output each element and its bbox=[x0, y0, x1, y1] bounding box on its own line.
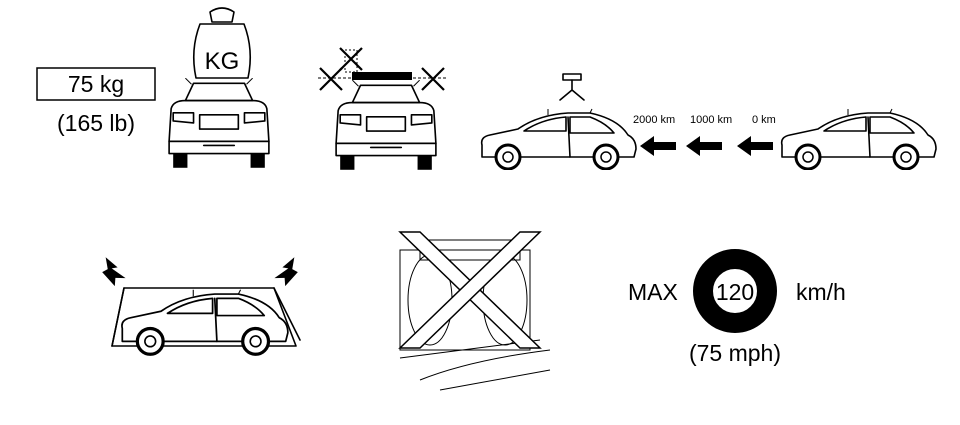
car-side-covered bbox=[120, 288, 290, 356]
arrow-left-icon bbox=[737, 136, 773, 156]
tire-ring-icon bbox=[693, 249, 777, 333]
weight-kg: 75 kg bbox=[67, 71, 125, 97]
arrow-left-icon bbox=[640, 136, 676, 156]
tow-hook-icon bbox=[559, 73, 585, 101]
weight-lb: (165 lb) bbox=[57, 110, 135, 136]
arrow-left-icon bbox=[686, 136, 722, 156]
max-label: MAX bbox=[628, 279, 678, 305]
speed-value: 120 bbox=[715, 279, 755, 305]
weight-icon-label: KG bbox=[204, 48, 240, 75]
car-wash-forbidden-icon bbox=[398, 231, 551, 391]
kg-weight-icon bbox=[192, 7, 252, 79]
speed-imperial: (75 mph) bbox=[688, 340, 782, 366]
speed-unit: km/h bbox=[796, 279, 846, 305]
arrow-down-icon bbox=[274, 257, 298, 287]
weight-box bbox=[36, 67, 156, 101]
car-front-roof bbox=[335, 80, 437, 171]
distance-label: 2000 km bbox=[633, 114, 676, 126]
roof-rack-forbidden-icon bbox=[318, 47, 446, 91]
distance-label: 0 km bbox=[752, 114, 776, 126]
car-cover bbox=[111, 287, 301, 347]
car-side-new bbox=[780, 108, 938, 170]
arrow-down-icon bbox=[102, 257, 126, 287]
car-side-after-break-in bbox=[480, 108, 638, 170]
distance-label: 1000 km bbox=[690, 114, 733, 126]
car-front-loaded bbox=[168, 78, 270, 169]
